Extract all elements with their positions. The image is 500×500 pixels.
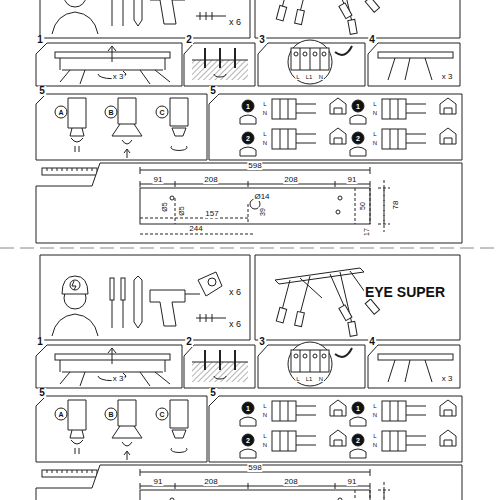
label-text: L1 [305,74,314,80]
label-text: A [57,109,64,116]
step-number: EYE SUPER [364,285,446,299]
label-text: 2 [245,437,251,444]
label-text: x 3 [441,375,454,383]
label-text: L [295,376,300,382]
label-text: 2 [355,135,361,142]
label-text: N [262,110,268,116]
step-number: 4 [368,337,376,347]
label-text: L1 [305,376,314,382]
step-number: 2 [185,337,193,347]
label-text: A [57,411,64,418]
label-text: L [372,433,377,439]
step-number: 3 [258,337,266,347]
label-text: L [262,403,267,409]
label-text: 208 [203,478,218,486]
label-text: L [372,101,377,107]
step-number: 5 [38,388,46,398]
label-text: x 3 [441,73,454,81]
label-text: x 6 [228,288,242,297]
label-text: N [372,110,378,116]
label-text: x 3 [112,73,125,81]
label-text: 17 [363,227,370,237]
step-number: 5 [209,86,217,96]
step-number: 1 [36,337,44,347]
label-text: L [372,403,377,409]
label-text: 39 [259,207,266,217]
label-text: N [318,376,324,382]
label-text: N [372,442,378,448]
label-text: L [295,74,300,80]
step-number: 2 [185,35,193,45]
step-number: 3 [258,35,266,45]
label-text: 208 [283,176,298,184]
label-text: C [158,411,165,418]
label-text: L [262,131,267,137]
label-text: 50 [359,201,366,211]
label-text: 1 [245,103,251,110]
label-text: B [107,109,114,116]
label-text: C [158,109,165,116]
step-number: 4 [368,35,376,45]
label-text: 91 [347,176,358,184]
label-text: 91 [153,478,164,486]
label-text: 2 [355,437,361,444]
step-number: 5 [38,86,46,96]
label-text: N [262,442,268,448]
label-text: 157 [204,210,219,218]
label-text: Ø5 [161,201,168,212]
sheet-copy-top [0,0,500,248]
label-text: x 3 [112,375,125,383]
label-text: 598 [247,464,262,472]
label-text: 208 [283,478,298,486]
label-text: L [262,101,267,107]
label-text: 2 [245,135,251,142]
label-text: N [262,140,268,146]
sheet-copy-bottom [0,255,500,500]
label-text: 91 [153,176,164,184]
label-text: N [372,412,378,418]
label-text: B [107,411,114,418]
label-text: L [372,131,377,137]
label-text: 91 [347,478,358,486]
label-text: 1 [355,103,361,110]
label-text: Ø14 [253,193,270,201]
label-text: x 6 [228,320,242,329]
label-text: 598 [247,162,262,170]
label-text: 78 [392,200,400,211]
label-text: 244 [188,225,203,233]
label-text: Ø5 [178,205,185,216]
label-text: N [318,74,324,80]
label-text: x 6 [228,18,242,27]
label-text: 1 [245,405,251,412]
step-number: 1 [36,35,44,45]
label-text: L [262,433,267,439]
label-text: 208 [203,176,218,184]
label-text: 1 [355,405,361,412]
step-number: 5 [209,388,217,398]
label-text: N [262,412,268,418]
label-text: N [372,140,378,146]
